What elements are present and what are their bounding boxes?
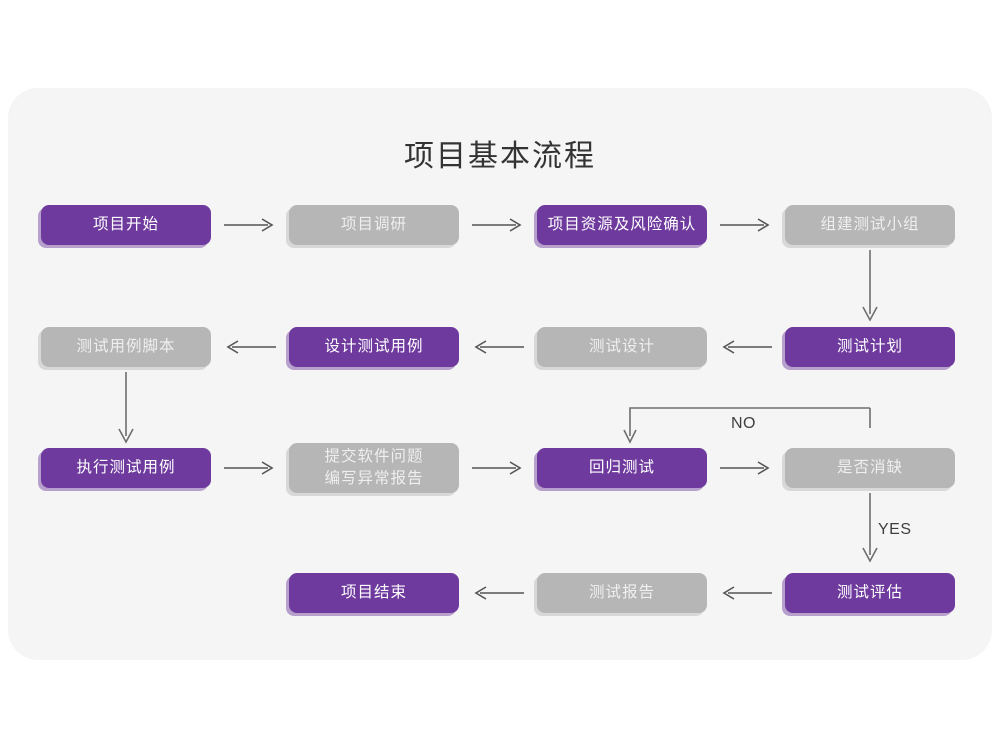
node-label: 设计测试用例	[324, 338, 424, 355]
arrow-left-r2-1	[222, 336, 278, 358]
arrow-left-r4-2	[718, 582, 774, 604]
node-label: 项目资源及风险确认	[547, 216, 697, 233]
node-submit-bug-report[interactable]: 提交软件问题 编写异常报告	[289, 443, 459, 493]
page-title: 项目基本流程	[0, 131, 1000, 175]
arrow-right-r1-1	[222, 214, 278, 236]
node-execute-test-cases[interactable]: 执行测试用例	[41, 448, 211, 488]
node-label: 项目结束	[340, 584, 407, 601]
edge-label-no: NO	[731, 415, 756, 432]
arrow-down-script-to-execute	[112, 372, 140, 450]
node-label: 测试设计	[588, 338, 655, 355]
node-label: 执行测试用例	[76, 459, 176, 476]
node-label: 回归测试	[588, 459, 655, 476]
node-label: 组建测试小组	[820, 216, 920, 233]
node-project-start[interactable]: 项目开始	[41, 205, 211, 245]
edge-label-yes: YES	[878, 521, 912, 538]
page-title-text: 项目基本流程	[404, 140, 596, 173]
node-design-test-cases[interactable]: 设计测试用例	[289, 327, 459, 367]
arrow-down-team-to-plan	[856, 250, 884, 328]
node-label: 项目调研	[340, 216, 407, 233]
arrow-right-r3-3	[718, 457, 774, 479]
node-label: 项目开始	[92, 216, 159, 233]
node-label: 提交软件问题 编写异常报告	[324, 448, 424, 487]
arrow-left-r4-1	[470, 582, 526, 604]
node-defect-cleared[interactable]: 是否消缺	[785, 448, 955, 488]
node-test-report[interactable]: 测试报告	[537, 573, 707, 613]
flowchart-card	[8, 88, 992, 660]
node-resource-risk-confirm[interactable]: 项目资源及风险确认	[537, 205, 707, 245]
node-label: 测试评估	[836, 584, 903, 601]
node-label: 测试报告	[588, 584, 655, 601]
node-test-design[interactable]: 测试设计	[537, 327, 707, 367]
loop-no-feedback	[620, 406, 880, 450]
node-project-end[interactable]: 项目结束	[289, 573, 459, 613]
node-form-test-team[interactable]: 组建测试小组	[785, 205, 955, 245]
arrow-left-r2-2	[470, 336, 526, 358]
node-test-case-script[interactable]: 测试用例脚本	[41, 327, 211, 367]
node-test-evaluation[interactable]: 测试评估	[785, 573, 955, 613]
node-label: 测试用例脚本	[76, 338, 176, 355]
node-project-research[interactable]: 项目调研	[289, 205, 459, 245]
arrow-right-r1-2	[470, 214, 526, 236]
node-label: 测试计划	[836, 338, 903, 355]
node-regression-test[interactable]: 回归测试	[537, 448, 707, 488]
arrow-left-r2-3	[718, 336, 774, 358]
arrow-right-r3-2	[470, 457, 526, 479]
node-label: 是否消缺	[836, 459, 903, 476]
node-test-plan[interactable]: 测试计划	[785, 327, 955, 367]
arrow-down-yes	[856, 493, 884, 573]
arrow-right-r3-1	[222, 457, 278, 479]
arrow-right-r1-3	[718, 214, 774, 236]
